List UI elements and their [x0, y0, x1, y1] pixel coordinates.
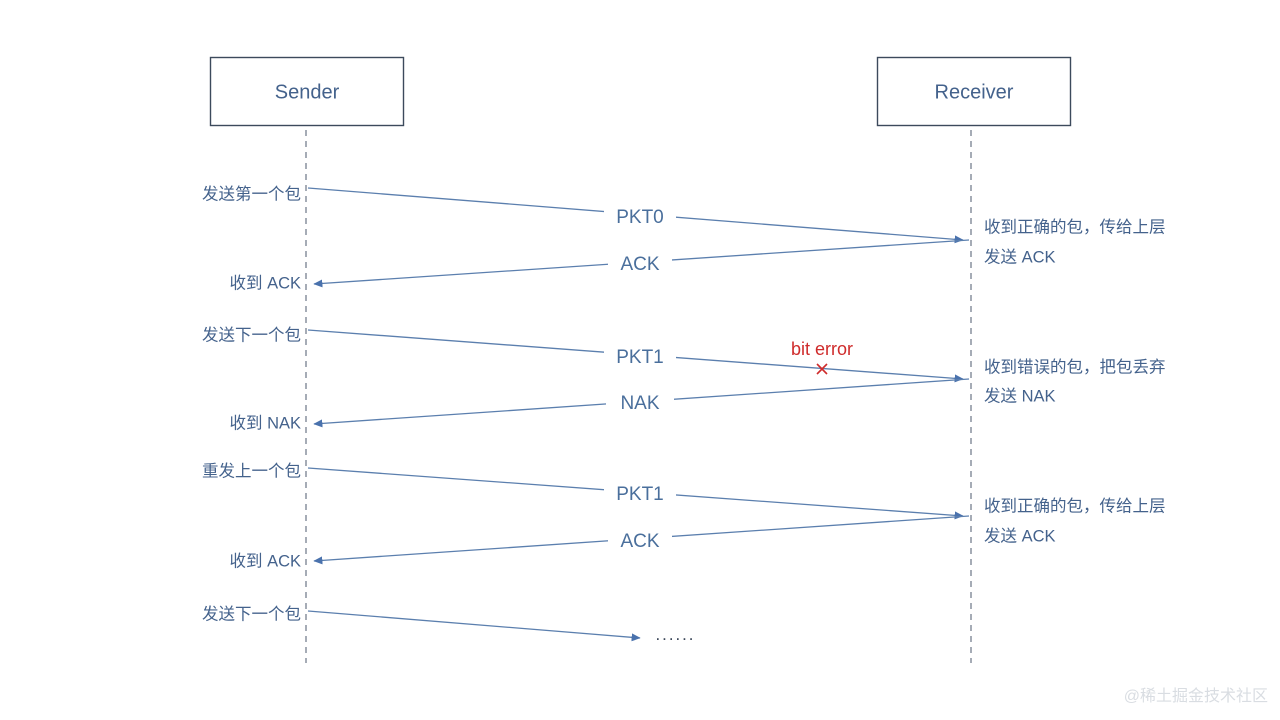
message-pkt0-label-bg [604, 206, 676, 230]
message-ack-1[interactable]: ACK [313, 239, 970, 288]
bit-error-cross-icon [816, 363, 828, 375]
message-pkt1-resend[interactable]: PKT1 [307, 467, 964, 520]
receiver-note-1-line2: 发送 ACK [984, 247, 1056, 266]
receiver-note-3-line2: 发送 ACK [984, 526, 1056, 545]
sender-note-send-next-packet-2: 发送下一个包 [202, 604, 301, 623]
actor-receiver[interactable]: Receiver [876, 56, 1072, 127]
message-pkt1-first-label-bg [604, 346, 676, 370]
receiver-note-1-line1: 收到正确的包，传给上层 [984, 217, 1166, 236]
message-ack-2-label-bg [608, 530, 672, 554]
sender-note-resend-previous-packet: 重发上一个包 [202, 461, 301, 480]
message-pkt0[interactable]: PKT0 [307, 187, 964, 244]
message-pkt1-first[interactable]: PKT1 [307, 329, 964, 383]
sender-note-received-ack-2: 收到 ACK [229, 551, 301, 570]
message-pkt1-resend-label-bg [604, 483, 676, 507]
message-ack-1-label-bg [608, 253, 672, 277]
receiver-note-2-line1: 收到错误的包，把包丢弃 [984, 357, 1166, 376]
message-trailing-line[interactable] [307, 610, 641, 642]
sender-note-send-next-packet-1: 发送下一个包 [202, 325, 301, 344]
receiver-note-2-line2: 发送 NAK [984, 386, 1056, 405]
message-nak[interactable]: NAK [313, 378, 970, 428]
receiver-label: Receiver [935, 81, 1014, 103]
actor-sender[interactable]: Sender [209, 56, 405, 127]
message-ack-2-label: ACK [620, 531, 659, 552]
bit-error-label: bit error [791, 339, 853, 359]
receiver-box[interactable] [876, 56, 1072, 127]
message-trailing[interactable]: ······ [307, 610, 695, 647]
receiver-note-3-line1: 收到正确的包，传给上层 [984, 496, 1166, 515]
sender-note-received-ack-1: 收到 ACK [229, 273, 301, 292]
watermark: @稀土掘金技术社区 [1124, 687, 1268, 705]
bit-error-annotation: bit error [791, 339, 853, 375]
sender-note-received-nak: 收到 NAK [229, 413, 301, 432]
sender-note-send-first-packet: 发送第一个包 [202, 184, 301, 203]
message-ack-1-label: ACK [620, 254, 659, 275]
message-nak-label: NAK [620, 393, 659, 414]
receiver-note-3: 收到正确的包，传给上层 发送 ACK [984, 496, 1166, 545]
receiver-note-2: 收到错误的包，把包丢弃 发送 NAK [984, 357, 1166, 405]
sender-box[interactable] [209, 56, 405, 127]
message-nak-label-bg [606, 392, 674, 416]
receiver-note-1: 收到正确的包，传给上层 发送 ACK [984, 217, 1166, 266]
message-pkt1-first-label: PKT1 [616, 347, 664, 368]
trailing-dots-label: ······ [655, 628, 695, 647]
message-pkt0-label: PKT0 [616, 207, 664, 228]
message-ack-2[interactable]: ACK [313, 515, 970, 565]
message-pkt1-resend-label: PKT1 [616, 484, 664, 505]
sender-label: Sender [275, 81, 340, 103]
